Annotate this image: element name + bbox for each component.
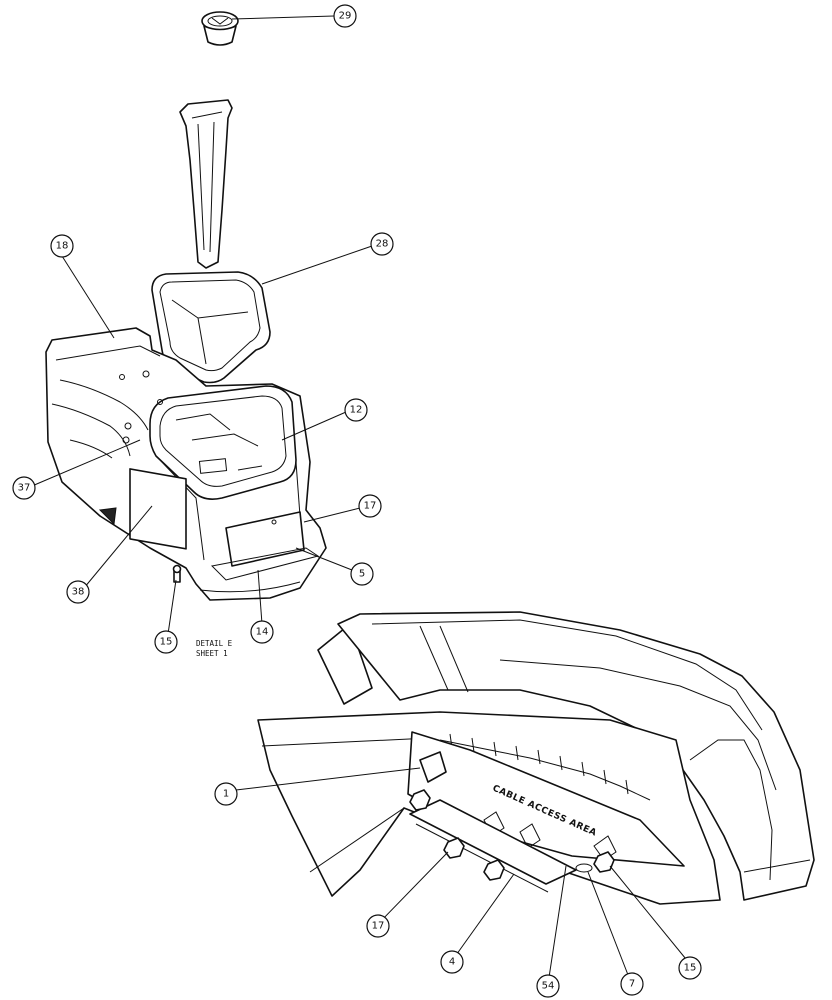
- callout-18-label: 18: [56, 241, 69, 252]
- callout-54: 54: [536, 974, 560, 998]
- part-15-screw: [172, 564, 182, 583]
- callout-17-upper-label: 17: [364, 501, 377, 512]
- callout-4: 4: [440, 950, 464, 974]
- callout-1: 1: [214, 782, 238, 806]
- console-stalk: [179, 99, 233, 269]
- callout-38: 38: [66, 580, 90, 604]
- detail-e-assembly: CABLE ACCESS AREA: [257, 611, 815, 905]
- callout-5-label: 5: [359, 569, 365, 580]
- callout-12-label: 12: [350, 405, 363, 416]
- callout-15-upper-label: 15: [160, 637, 173, 648]
- leader-lines: [31, 15, 691, 985]
- callout-28-label: 28: [376, 239, 389, 250]
- detail-note-line1: DETAIL E: [196, 639, 233, 648]
- callout-15-upper: 15: [154, 630, 178, 654]
- callout-15-lower: 15: [678, 956, 702, 980]
- callout-12: 12: [344, 398, 368, 422]
- callout-14: 14: [250, 620, 274, 644]
- callout-29-label: 29: [339, 11, 352, 22]
- callout-17-lower: 17: [366, 914, 390, 938]
- callout-18: 18: [50, 234, 74, 258]
- callout-37-label: 37: [18, 483, 31, 494]
- callout-17-lower-label: 17: [372, 921, 385, 932]
- callout-4-label: 4: [449, 957, 455, 968]
- console-body: [45, 327, 327, 601]
- callout-38-label: 38: [72, 587, 85, 598]
- callout-28: 28: [370, 232, 394, 256]
- callout-14-label: 14: [256, 627, 269, 638]
- callout-1-label: 1: [223, 789, 229, 800]
- callout-37: 37: [12, 476, 36, 500]
- callout-7: 7: [620, 972, 644, 996]
- detail-note-line2: SHEET 1: [196, 649, 228, 658]
- callout-54-label: 54: [542, 981, 555, 992]
- callout-7-label: 7: [629, 979, 635, 990]
- callout-17-upper: 17: [358, 494, 382, 518]
- callout-5: 5: [350, 562, 374, 586]
- callout-15-lower-label: 15: [684, 963, 697, 974]
- part-29-cup: [201, 11, 239, 46]
- callout-29: 29: [333, 4, 357, 28]
